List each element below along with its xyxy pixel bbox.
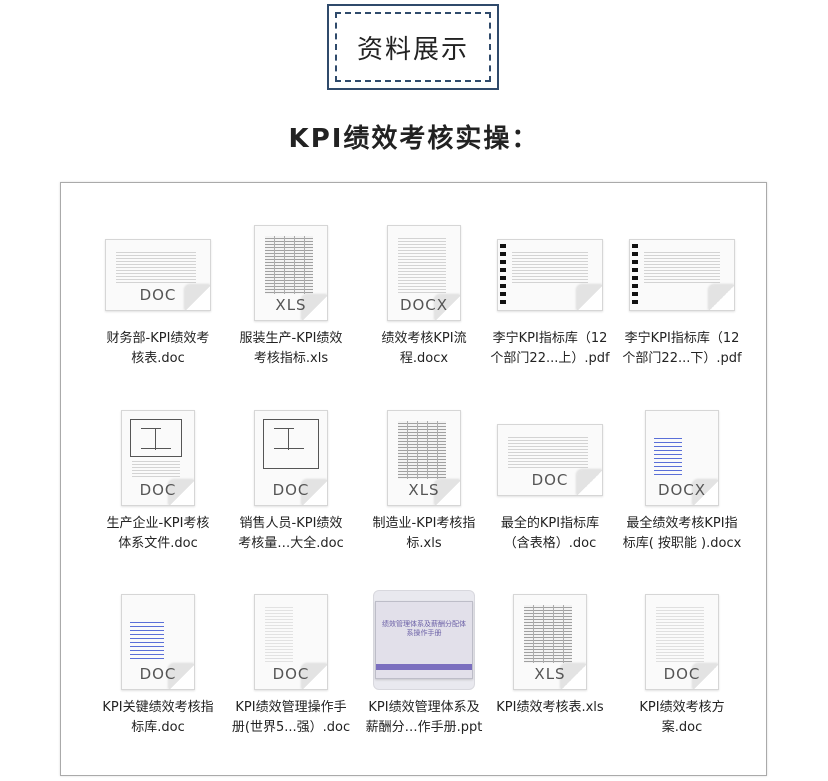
file-name: 绩效考核KPI流程.docx [381, 331, 467, 366]
file-name: 服装生产-KPI绩效考核指标.xls [239, 331, 343, 366]
file-item[interactable]: DOC 销售人员-KPI绩效考核量…大全.doc [226, 396, 356, 574]
file-name: KPI绩效管理体系及薪酬分…作手册.ppt [365, 700, 483, 735]
file-name: 制造业-KPI考核指标.xls [372, 516, 476, 551]
doc-file-icon: DOC [254, 594, 328, 690]
file-name: 生产企业-KPI考核体系文件.doc [106, 516, 210, 551]
xls-file-icon: XLS [254, 225, 328, 321]
pdf-file-icon [629, 239, 735, 311]
file-name: KPI绩效管理操作手册(世界5...强）.doc [231, 700, 351, 735]
file-item[interactable]: XLS KPI绩效考核表.xls [485, 580, 615, 758]
docx-file-icon: DOCX [387, 225, 461, 321]
file-name: 财务部-KPI绩效考核表.doc [106, 331, 210, 366]
doc-file-icon: DOC [121, 594, 195, 690]
file-item[interactable]: DOC KPI绩效管理操作手册(世界5...强）.doc [226, 580, 356, 758]
file-name: 最全的KPI指标库（含表格）.doc [500, 516, 600, 551]
file-item[interactable]: XLS 制造业-KPI考核指标.xls [359, 396, 489, 574]
xls-file-icon: XLS [513, 594, 587, 690]
file-item[interactable]: DOC KPI绩效考核方案.doc [617, 580, 747, 758]
file-name: 销售人员-KPI绩效考核量…大全.doc [238, 516, 344, 551]
file-name: KPI关键绩效考核指标库.doc [102, 700, 214, 735]
doc-file-icon: DOC [497, 424, 603, 496]
pdf-file-icon [497, 239, 603, 311]
file-item[interactable]: DOC KPI关键绩效考核指标库.doc [93, 580, 223, 758]
page-subtitle: KPI绩效考核实操： [288, 124, 540, 154]
xls-file-icon: XLS [387, 410, 461, 506]
file-item[interactable]: DOCX 最全绩效考核KPI指标库( 按职能 ).docx [617, 396, 747, 574]
file-item[interactable]: XLS 服装生产-KPI绩效考核指标.xls [226, 211, 356, 389]
file-item[interactable]: DOCX 绩效考核KPI流程.docx [359, 211, 489, 389]
section-header: 资料展示 [327, 4, 499, 90]
doc-file-icon: DOC [105, 239, 211, 311]
file-name: KPI绩效考核方案.doc [639, 700, 725, 735]
section-header-inner: 资料展示 [335, 12, 491, 82]
file-name: KPI绩效考核表.xls [496, 700, 604, 715]
file-browser-panel: DOC 财务部-KPI绩效考核表.doc XLS 服装生产-KPI绩效考核指标.… [60, 182, 767, 776]
doc-file-icon: DOC [121, 410, 195, 506]
ppt-file-icon: 绩效管理体系及薪酬分配体系操作手册 [373, 590, 475, 690]
file-item[interactable]: DOC 最全的KPI指标库（含表格）.doc [485, 396, 615, 574]
file-item[interactable]: DOC 财务部-KPI绩效考核表.doc [93, 211, 223, 389]
file-item[interactable]: 绩效管理体系及薪酬分配体系操作手册 KPI绩效管理体系及薪酬分…作手册.ppt [359, 580, 489, 758]
docx-file-icon: DOCX [645, 410, 719, 506]
file-item[interactable]: DOC 生产企业-KPI考核体系文件.doc [93, 396, 223, 574]
doc-file-icon: DOC [254, 410, 328, 506]
file-name: 最全绩效考核KPI指标库( 按职能 ).docx [622, 516, 742, 551]
section-title: 资料展示 [356, 34, 469, 65]
doc-file-icon: DOC [645, 594, 719, 690]
